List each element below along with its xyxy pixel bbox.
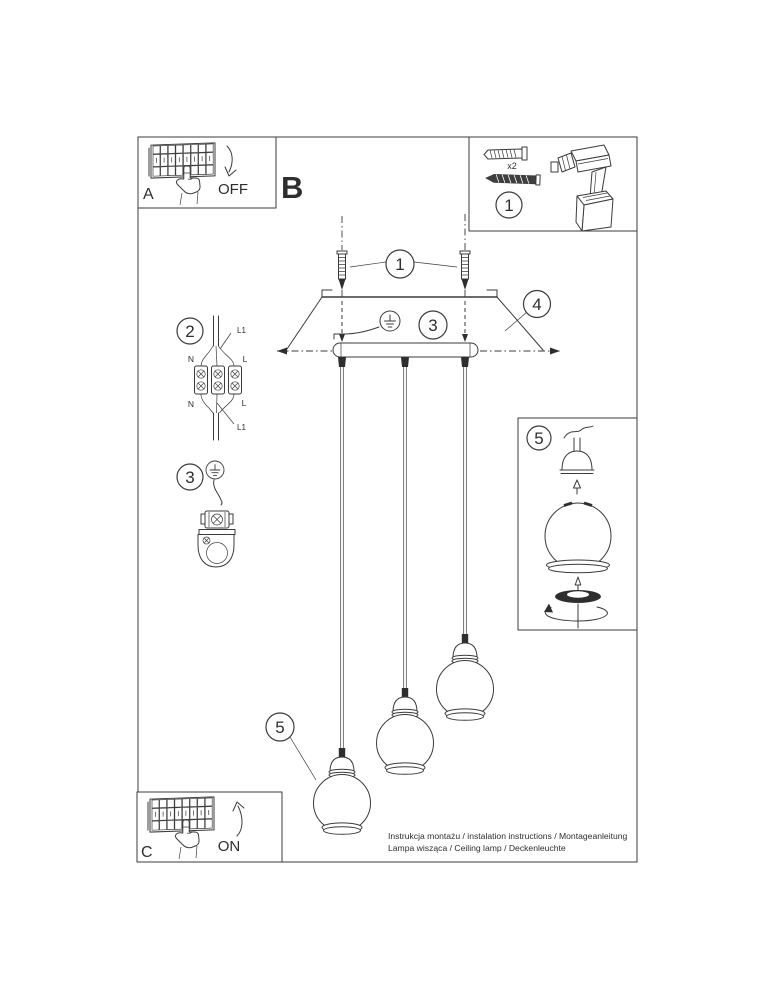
- footer-line-1: Instrukcja montażu / instalation instruc…: [388, 831, 628, 841]
- wiring-n-top-label: N: [188, 354, 194, 364]
- wiring-l1-bottom-label: L1: [237, 423, 246, 432]
- wall-anchor-icon: [483, 146, 528, 161]
- ring-nut-icon: [555, 576, 601, 603]
- ground-wire-callout: 3: [333, 310, 448, 340]
- callout-ground-wire: 3: [428, 316, 437, 335]
- footer-line-2: Lampa wisząca / Ceiling lamp / Deckenleu…: [388, 843, 566, 853]
- wiring-l1-top-label: L1: [237, 326, 246, 335]
- parts-step-number: 1: [504, 196, 513, 215]
- on-label: ON: [218, 838, 241, 855]
- callout-canopy: 4: [532, 295, 541, 314]
- mounting-screws: 1: [336, 249, 471, 291]
- wiring-n-bottom-label: N: [188, 399, 194, 409]
- parts-box: x2 1: [468, 136, 638, 232]
- ground-detail: 3: [176, 460, 236, 568]
- section-a-power-off: A OFF: [137, 136, 277, 209]
- section-c-letter: C: [141, 844, 153, 861]
- callout-shade-detail: 5: [534, 429, 543, 448]
- pendant-lamps: 5: [265, 633, 494, 835]
- shade-detail-box: 5: [517, 417, 638, 631]
- wiring-detail: 2 L1 N L N L L1: [176, 315, 248, 441]
- mount-bracket-icon: [197, 529, 236, 568]
- pendant-cables: [340, 367, 467, 748]
- anchor-quantity-label: x2: [507, 161, 517, 171]
- off-label: OFF: [218, 181, 248, 198]
- callout-screws: 1: [395, 255, 404, 274]
- ground-terminal-icon: [200, 510, 234, 529]
- callout-ground-detail: 3: [185, 468, 194, 487]
- callout-shade: 5: [275, 718, 284, 737]
- screw-icon: [485, 173, 541, 186]
- earth-symbol-small-icon: [205, 460, 225, 480]
- fuse-box-icon: [147, 796, 215, 833]
- footer: Instrukcja montażu / instalation instruc…: [388, 831, 628, 853]
- off-arrow-icon: [224, 145, 237, 177]
- wiring-l-top-label: L: [243, 354, 248, 364]
- drill-icon: [550, 144, 614, 232]
- earth-symbol-icon: [379, 310, 401, 332]
- wiring-l-bottom-label: L: [242, 398, 247, 408]
- assembly-centerlines: [341, 214, 466, 300]
- section-b-letter: B: [281, 170, 303, 205]
- section-c-power-on: C ON: [136, 791, 283, 863]
- callout-wiring: 2: [185, 322, 194, 341]
- mounting-bar: [332, 342, 479, 367]
- section-a-letter: A: [143, 186, 154, 203]
- fuse-box-icon: [148, 142, 216, 179]
- on-arrow-icon: [232, 801, 245, 837]
- rotate-arrow-icon: [544, 603, 608, 629]
